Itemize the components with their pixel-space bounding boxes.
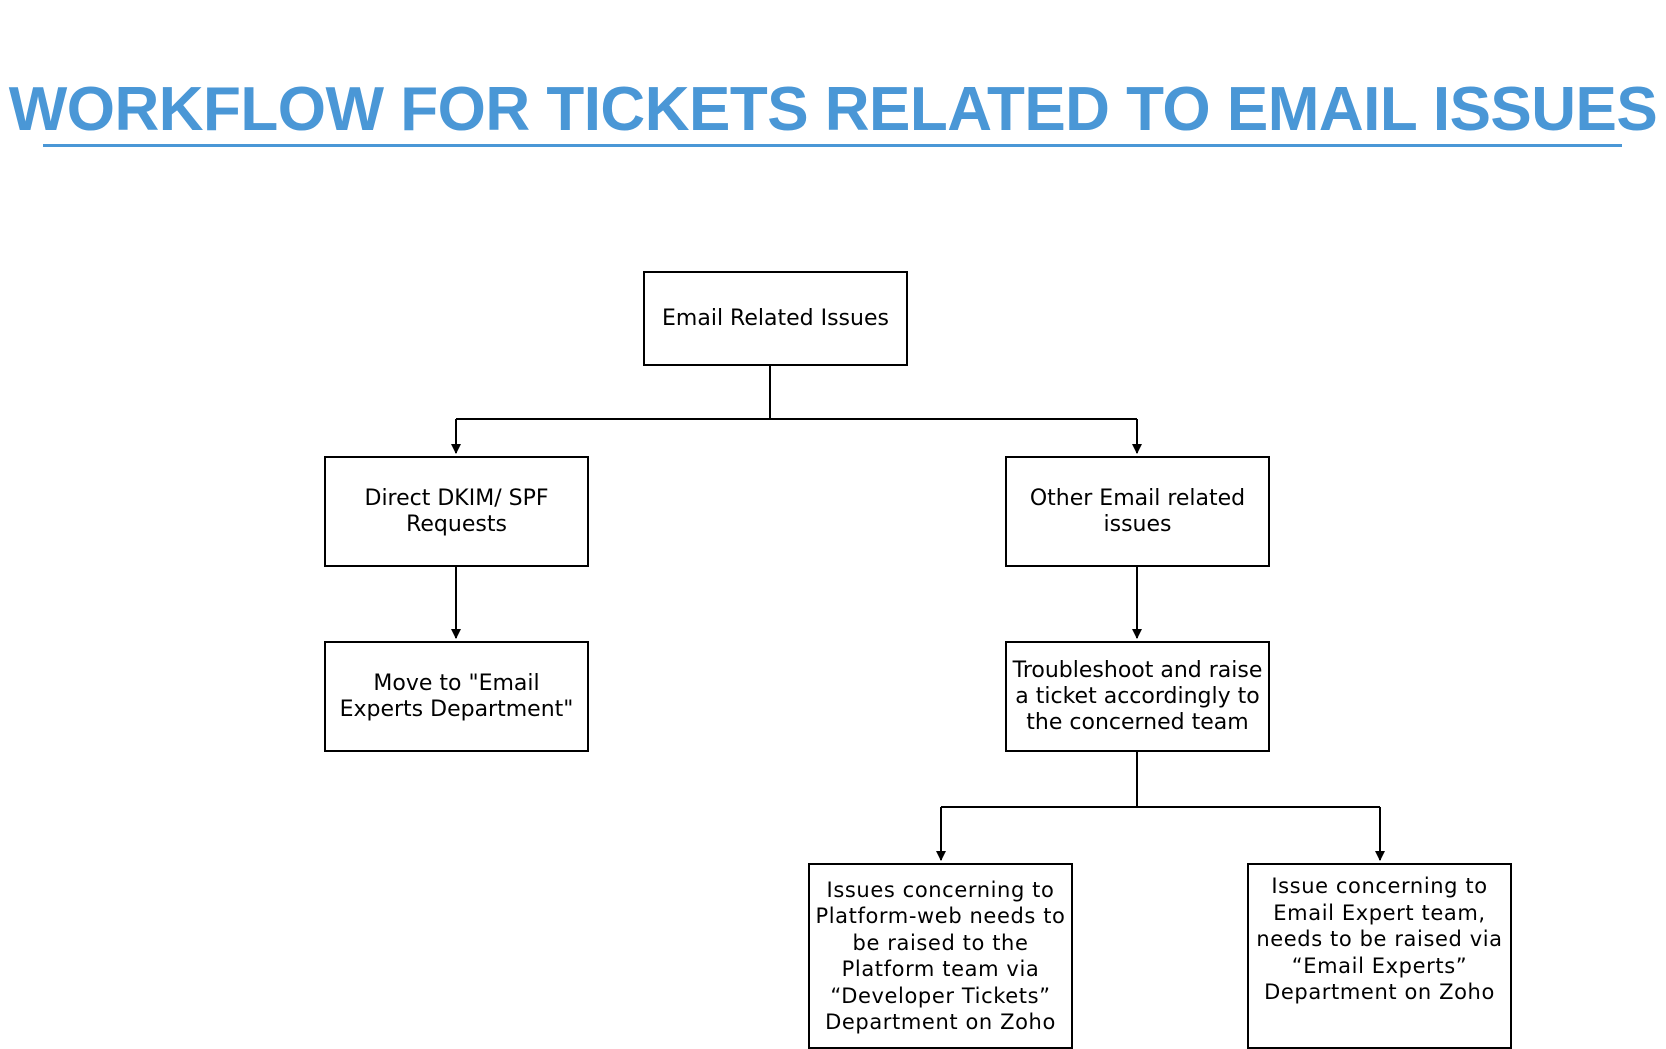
- node-email-related-issues: Email Related Issues: [643, 271, 908, 366]
- edge-root-split: [456, 366, 1137, 420]
- title-underline: [43, 144, 1622, 147]
- node-other-email-related-issues: Other Email related issues: [1005, 456, 1270, 567]
- node-direct-dkim-spf-requests: Direct DKIM/ SPF Requests: [324, 456, 589, 567]
- page-title: WORKFLOW FOR TICKETS RELATED TO EMAIL IS…: [8, 75, 1658, 144]
- node-label: Troubleshoot and raise a ticket accordin…: [1012, 657, 1263, 735]
- node-label: Direct DKIM/ SPF Requests: [364, 485, 549, 537]
- node-label: Issue concerning to Email Expert team, n…: [1256, 874, 1503, 1004]
- node-email-expert-issues: Issue concerning to Email Expert team, n…: [1247, 863, 1512, 1049]
- node-troubleshoot-raise-ticket: Troubleshoot and raise a ticket accordin…: [1005, 641, 1270, 752]
- edge-troubleshoot-split: [941, 752, 1380, 808]
- node-label: Other Email related issues: [1029, 485, 1246, 537]
- node-label: Move to "Email Experts Department": [339, 670, 574, 722]
- node-move-to-email-experts: Move to "Email Experts Department": [324, 641, 589, 752]
- node-platform-web-issues: Issues concerning to Platform-web needs …: [808, 863, 1073, 1049]
- node-label: Issues concerning to Platform-web needs …: [815, 877, 1066, 1035]
- node-label: Email Related Issues: [662, 305, 889, 331]
